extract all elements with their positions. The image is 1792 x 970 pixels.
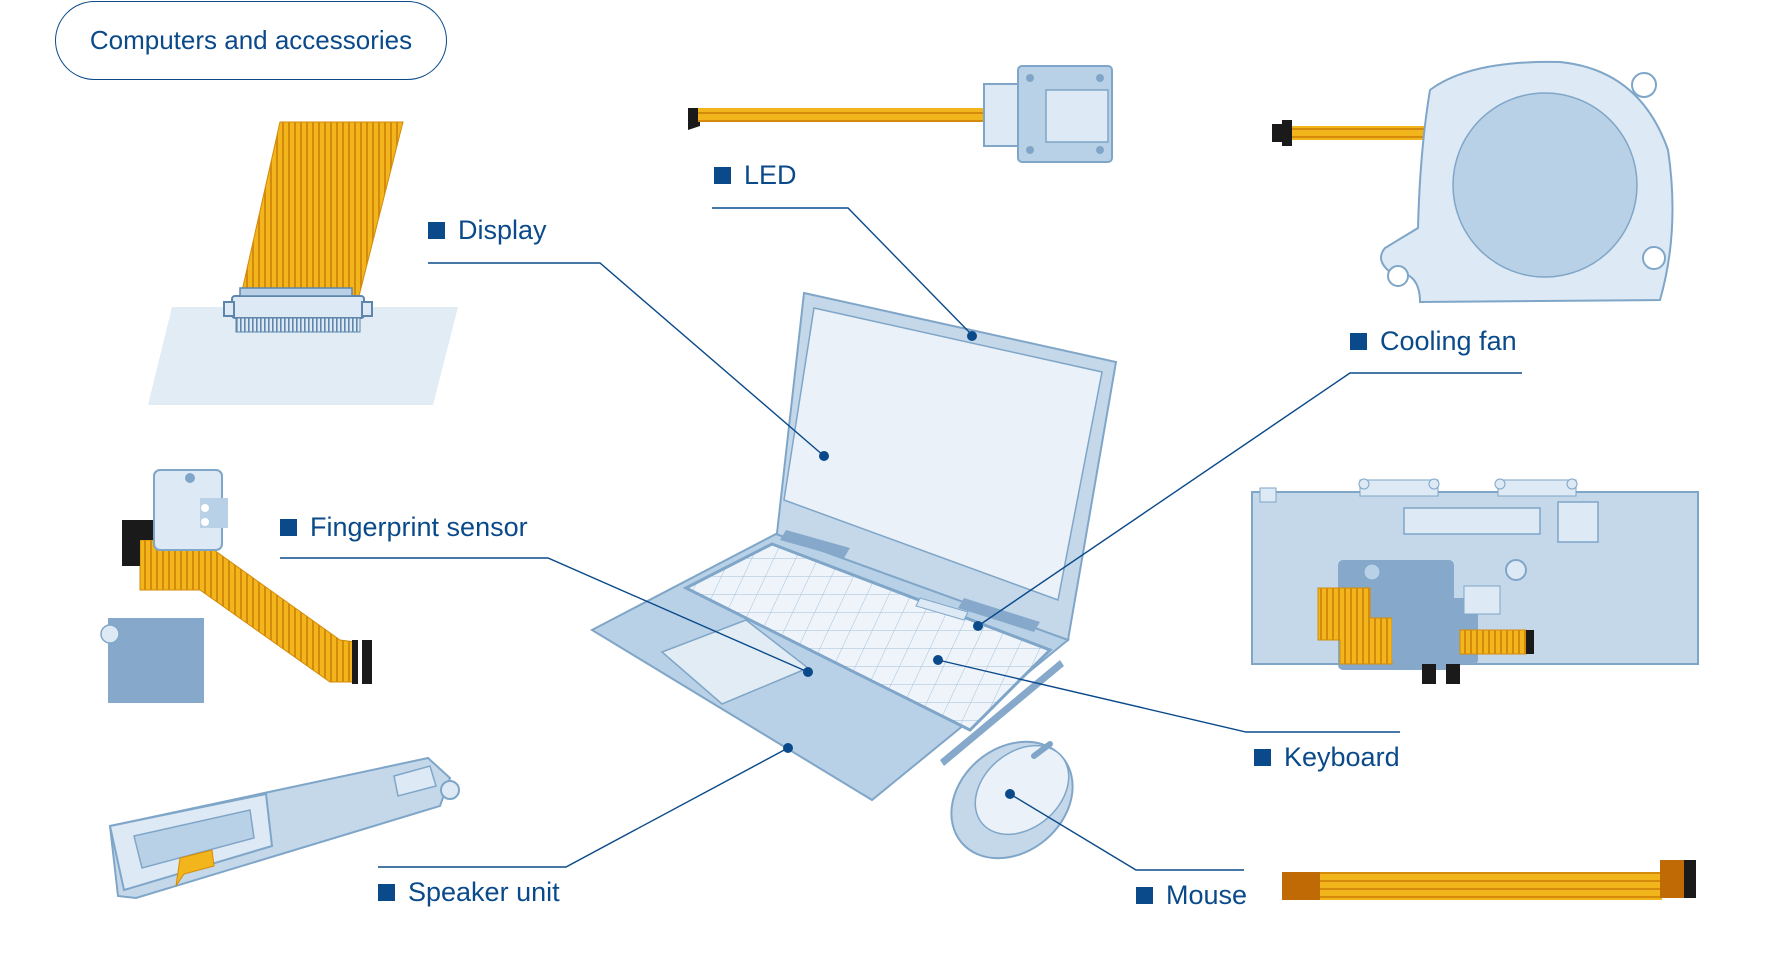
category-tag: Computers and accessories: [55, 1, 447, 80]
cooling-fan-illustration: [1272, 60, 1674, 304]
bullet-square-icon: [428, 222, 445, 239]
bullet-square-icon: [1350, 333, 1367, 350]
callout-led: LED: [714, 160, 797, 191]
laptop-illustration: [589, 291, 1118, 802]
callout-display: Display: [428, 215, 547, 246]
fingerprint-sensor-illustration: [100, 469, 372, 703]
bullet-square-icon: [714, 167, 731, 184]
callout-mouse: Mouse: [1136, 880, 1247, 911]
callout-cooling-fan-label: Cooling fan: [1380, 326, 1517, 356]
leader-lines: [280, 207, 1522, 871]
callout-fingerprint-sensor-label: Fingerprint sensor: [310, 512, 528, 542]
callout-led-label: LED: [744, 160, 797, 190]
led-illustration: [688, 65, 1113, 163]
motherboard-illustration: [1251, 478, 1699, 684]
speaker-unit-illustration: [108, 756, 460, 900]
callout-fingerprint-sensor: Fingerprint sensor: [280, 512, 528, 543]
display-connector-illustration: [148, 121, 458, 405]
bullet-square-icon: [378, 884, 395, 901]
callout-keyboard-label: Keyboard: [1284, 742, 1400, 772]
flex-cable-illustration: [1282, 860, 1696, 900]
callout-keyboard: Keyboard: [1254, 742, 1400, 773]
callout-display-label: Display: [458, 215, 547, 245]
bullet-square-icon: [280, 519, 297, 536]
callout-dots: [783, 331, 1015, 799]
callout-speaker-unit: Speaker unit: [378, 877, 560, 908]
callout-mouse-label: Mouse: [1166, 880, 1248, 910]
bullet-square-icon: [1136, 887, 1153, 904]
callout-speaker-unit-label: Speaker unit: [408, 877, 560, 907]
callout-cooling-fan: Cooling fan: [1350, 326, 1517, 357]
bullet-square-icon: [1254, 749, 1271, 766]
mouse-illustration: [950, 740, 1074, 860]
